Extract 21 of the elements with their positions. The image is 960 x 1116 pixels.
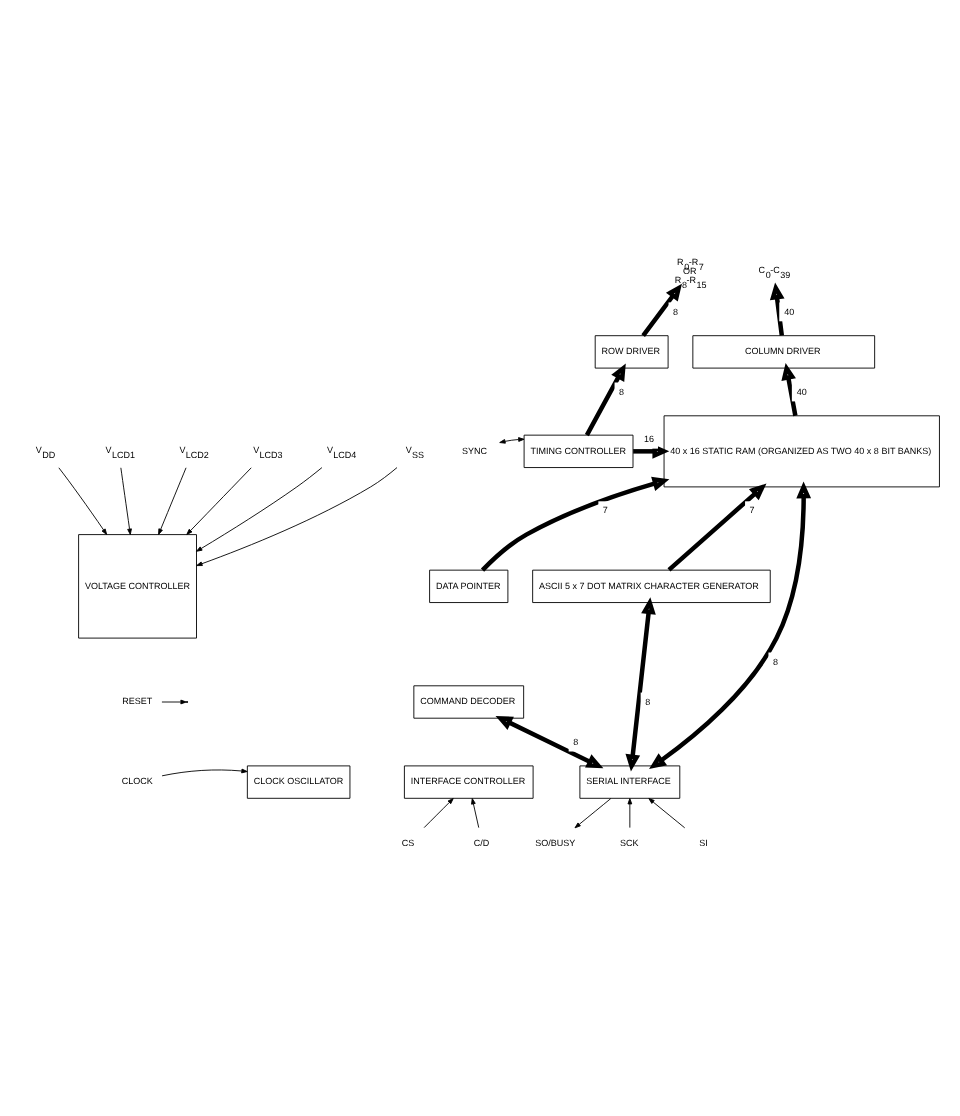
arrow bbox=[480, 476, 670, 572]
arrow bbox=[627, 798, 633, 829]
arrow bbox=[196, 467, 398, 567]
arrow bbox=[769, 282, 785, 336]
arrow bbox=[471, 798, 480, 829]
arrow bbox=[495, 715, 604, 769]
arrow bbox=[120, 467, 132, 535]
arrow bbox=[423, 798, 454, 829]
arrow bbox=[158, 467, 187, 535]
arrow bbox=[584, 363, 626, 437]
arrow bbox=[648, 798, 686, 829]
arrow bbox=[667, 483, 767, 572]
arrow bbox=[574, 798, 612, 829]
arrow bbox=[781, 362, 798, 417]
arrow bbox=[58, 467, 108, 535]
arrow bbox=[186, 467, 252, 535]
arrow bbox=[161, 768, 248, 777]
arrow bbox=[499, 437, 525, 444]
arrow bbox=[633, 443, 670, 459]
arrow bbox=[649, 481, 812, 769]
arrow bbox=[196, 467, 323, 552]
